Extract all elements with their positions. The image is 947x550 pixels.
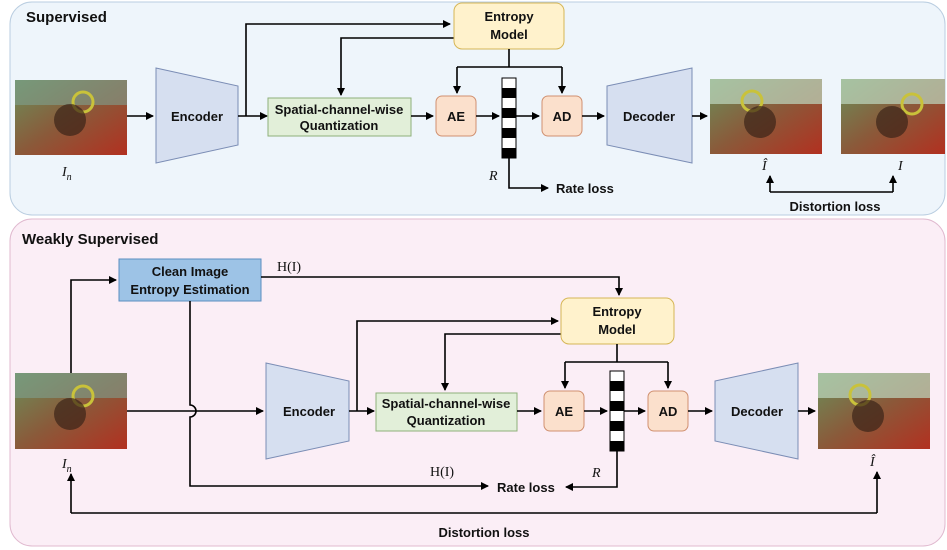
entropy-label2-bottom: Model — [598, 322, 636, 337]
quantization-block-top — [267, 97, 412, 137]
label-Ihat-top: Î — [761, 157, 768, 174]
entropy-label1-top: Entropy — [484, 9, 534, 24]
rate-loss-bottom: Rate loss — [497, 480, 555, 495]
clean-entropy-label2: Entropy Estimation — [130, 282, 249, 297]
weakly-supervised-title: Weakly Supervised — [22, 231, 158, 248]
label-HI-top: H(I) — [277, 260, 301, 275]
supervised-title: Supervised — [26, 9, 107, 26]
bitstream-bottom — [609, 370, 625, 452]
quantization-label1-top: Spatial-channel-wise — [275, 102, 404, 117]
output-image-top — [710, 79, 822, 154]
label-In-top: In — [61, 165, 72, 183]
output-image-bottom — [818, 373, 930, 449]
label-I-top: I — [897, 159, 904, 174]
distortion-loss-bottom: Distortion loss — [438, 525, 529, 540]
decoder-label-top: Decoder — [623, 109, 675, 124]
ae-label-bottom: AE — [555, 404, 573, 419]
encoder-block-top — [155, 67, 239, 164]
decoder-block-bottom — [714, 362, 799, 460]
ad-label-bottom: AD — [659, 404, 678, 419]
label-HI-bottom: H(I) — [430, 465, 454, 480]
quantization-label2-top: Quantization — [300, 118, 379, 133]
label-Ihat-bottom: Î — [869, 453, 876, 470]
label-R-top: R — [488, 169, 498, 184]
encoder-label-bottom: Encoder — [283, 404, 335, 419]
ad-label-top: AD — [553, 109, 572, 124]
distortion-loss-top: Distortion loss — [789, 199, 880, 214]
entropy-label1-bottom: Entropy — [592, 304, 642, 319]
input-image-noisy-top — [15, 80, 127, 155]
rate-loss-top: Rate loss — [556, 181, 614, 196]
quantization-label2-bottom: Quantization — [407, 413, 486, 428]
clean-entropy-label1: Clean Image — [152, 264, 229, 279]
quantization-label1-bottom: Spatial-channel-wise — [382, 396, 511, 411]
ae-label-top: AE — [447, 109, 465, 124]
label-R-bottom: R — [591, 466, 601, 481]
label-In-bottom: In — [61, 457, 72, 475]
encoder-block-bottom — [265, 362, 350, 460]
entropy-label2-top: Model — [490, 27, 528, 42]
decoder-label-bottom: Decoder — [731, 404, 783, 419]
target-image-top — [841, 79, 945, 154]
bitstream-top — [501, 77, 517, 159]
encoder-label-top: Encoder — [171, 109, 223, 124]
quantization-block-bottom — [375, 392, 518, 432]
input-image-noisy-bottom — [15, 373, 127, 449]
decoder-block-top — [606, 67, 693, 164]
